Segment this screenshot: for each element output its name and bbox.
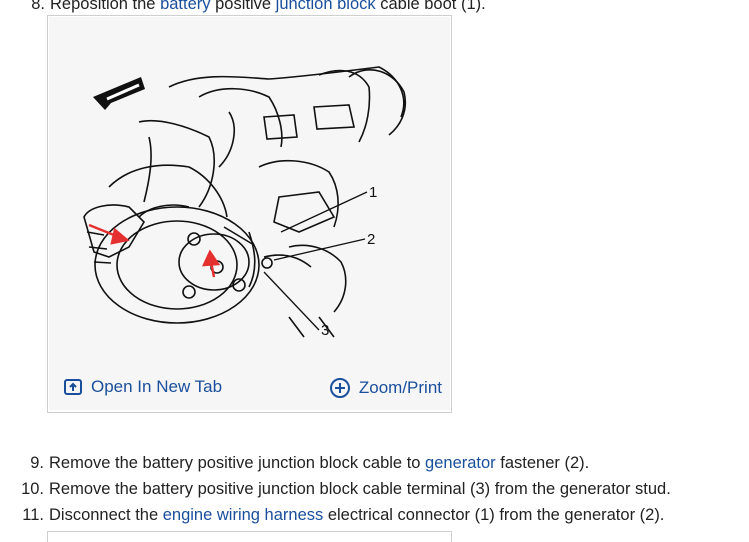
open-new-tab-button[interactable]: Open In New Tab (63, 377, 222, 397)
step-text: Disconnect the (49, 506, 163, 524)
zoom-plus-icon (329, 377, 351, 399)
step-text: cable boot (1). (375, 0, 486, 13)
engine-sketch (83, 66, 407, 338)
step-text: Reposition the (50, 0, 161, 13)
red-indicator-arrows (88, 223, 221, 278)
generator-link[interactable]: generator (425, 454, 496, 472)
open-new-tab-label: Open In New Tab (91, 377, 223, 396)
engine-illustration: 1 2 3 (83, 66, 407, 339)
callout-1: 1 (369, 184, 377, 201)
battery-link[interactable]: battery (160, 0, 211, 13)
callout-3: 3 (321, 322, 329, 339)
step-text: positive (210, 0, 276, 13)
step-10: 10. Remove the battery positive junction … (4, 479, 671, 499)
step-8: 8. Reposition the battery positive juncti… (5, 0, 486, 14)
figure-panel: 1 2 3 Open In New Tab (47, 15, 452, 413)
callout-2: 2 (367, 231, 375, 248)
step-9: 9. Remove the battery positive junction b… (4, 453, 589, 473)
step-text: Remove the battery positive junction blo… (49, 454, 426, 472)
engine-diagram[interactable]: 1 2 3 (49, 17, 450, 362)
zoom-print-label: Zoom/Print (358, 378, 442, 397)
junction-block-link[interactable]: junction block (275, 0, 376, 13)
step-text: fastener (2). (495, 454, 590, 472)
step-number: 8. (31, 0, 45, 13)
figure-toolbar: Open In New Tab Zoom/Print (49, 362, 450, 410)
engine-wiring-harness-link[interactable]: engine wiring harness (162, 506, 324, 524)
zoom-print-button[interactable]: Zoom/Print (329, 377, 442, 399)
step-text: electrical connector (1) from the genera… (323, 506, 665, 524)
step-text: Remove the battery positive junction blo… (49, 480, 671, 498)
open-new-tab-icon (63, 377, 83, 397)
direction-arrow-icon (93, 77, 145, 110)
callout-leaders (263, 191, 368, 331)
step-11: 11.Disconnect the engine wiring harness … (4, 505, 664, 525)
step-number: 10. (21, 480, 44, 498)
step-number: 11. (22, 506, 44, 524)
step-number: 9. (30, 454, 44, 472)
